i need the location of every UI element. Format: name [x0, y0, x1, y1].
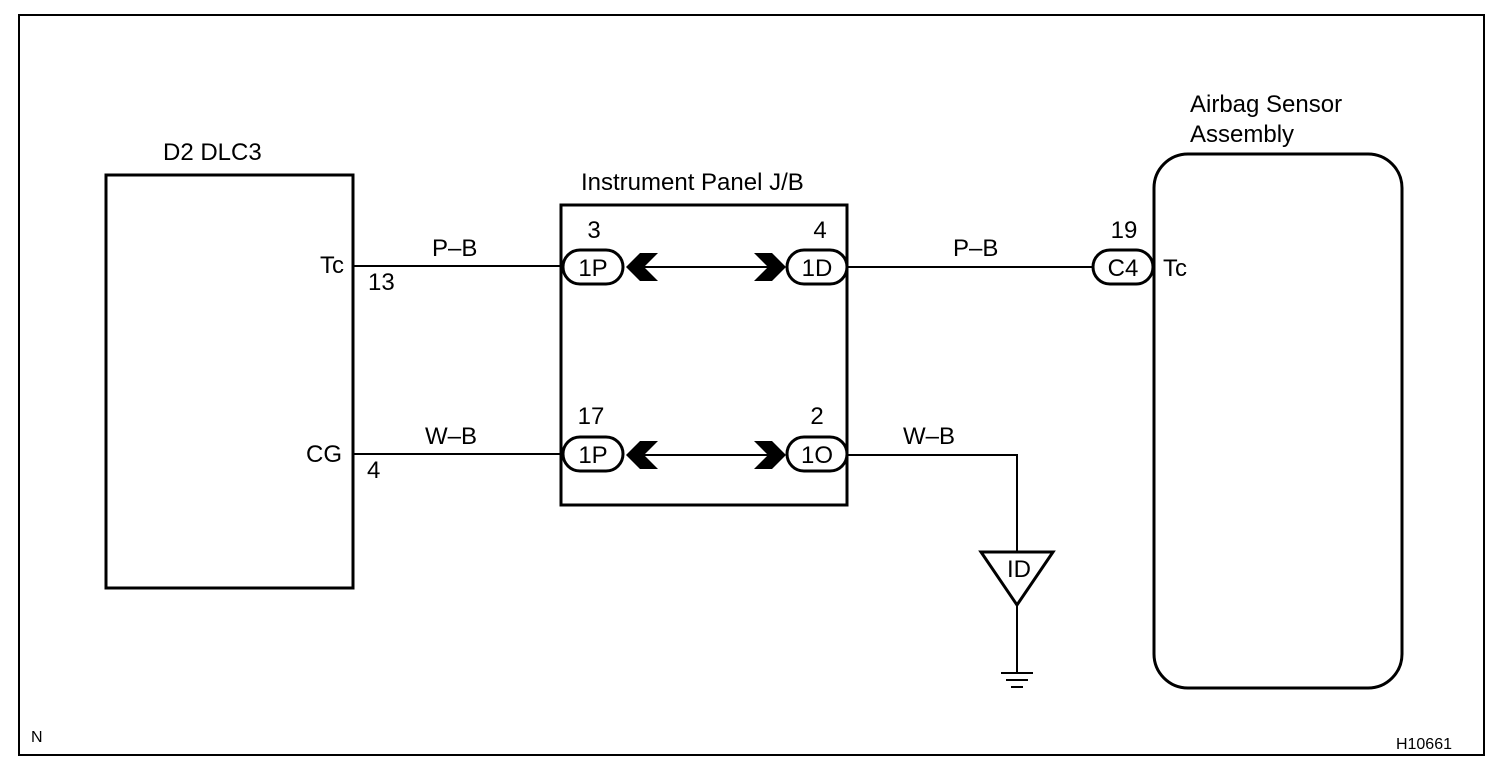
figure-id: H10661: [1396, 736, 1452, 753]
connector-1p-bottom-pin: 17: [578, 403, 605, 430]
ground-icon: [1001, 672, 1033, 688]
airbag-sensor-label-line1: Airbag Sensor: [1190, 91, 1342, 118]
ground-point-label: ID: [1007, 556, 1031, 583]
dlc3-pin-4: 4: [367, 457, 380, 484]
dlc3-terminal-tc: Tc: [320, 252, 344, 279]
connector-1p-bottom: [561, 435, 625, 473]
connector-c4-code: C4: [1108, 255, 1139, 282]
connector-arrow-right-bottom: [754, 441, 786, 469]
wire-label-cg-left: W–B: [425, 423, 477, 450]
connector-1d-code: 1D: [802, 255, 833, 282]
connector-1o-pin: 2: [810, 403, 823, 430]
diagram-frame: [18, 14, 1485, 756]
connector-arrow-left-top: [626, 253, 658, 281]
airbag-sensor-label-line2: Assembly: [1190, 121, 1294, 148]
wire-label-tc-right: P–B: [953, 235, 998, 262]
airbag-sensor-box: [1152, 152, 1404, 690]
connector-1p-top-pin: 3: [587, 217, 600, 244]
dlc3-box: [104, 173, 355, 590]
connector-1p-bottom-code: 1P: [578, 442, 607, 469]
connector-arrow-right-top: [754, 253, 786, 281]
dlc3-pin-13: 13: [368, 269, 395, 296]
dlc3-terminal-cg: CG: [306, 441, 342, 468]
wire-cg-right: [847, 454, 1018, 552]
connector-arrow-left-bottom: [626, 441, 658, 469]
connector-1p-top-code: 1P: [578, 255, 607, 282]
dlc3-label: D2 DLC3: [163, 139, 262, 166]
airbag-sensor-terminal-tc: Tc: [1163, 255, 1187, 282]
ground-point-triangle: [978, 550, 1056, 608]
wire-label-tc-left: P–B: [432, 235, 477, 262]
corner-label-left: N: [31, 729, 43, 746]
connector-1p-top: [561, 248, 625, 286]
wire-label-cg-right: W–B: [903, 423, 955, 450]
connector-c4-pin: 19: [1111, 217, 1138, 244]
connector-1d-pin: 4: [813, 217, 826, 244]
connector-1o-code: 1O: [801, 442, 833, 469]
junction-block-label: Instrument Panel J/B: [581, 169, 804, 196]
